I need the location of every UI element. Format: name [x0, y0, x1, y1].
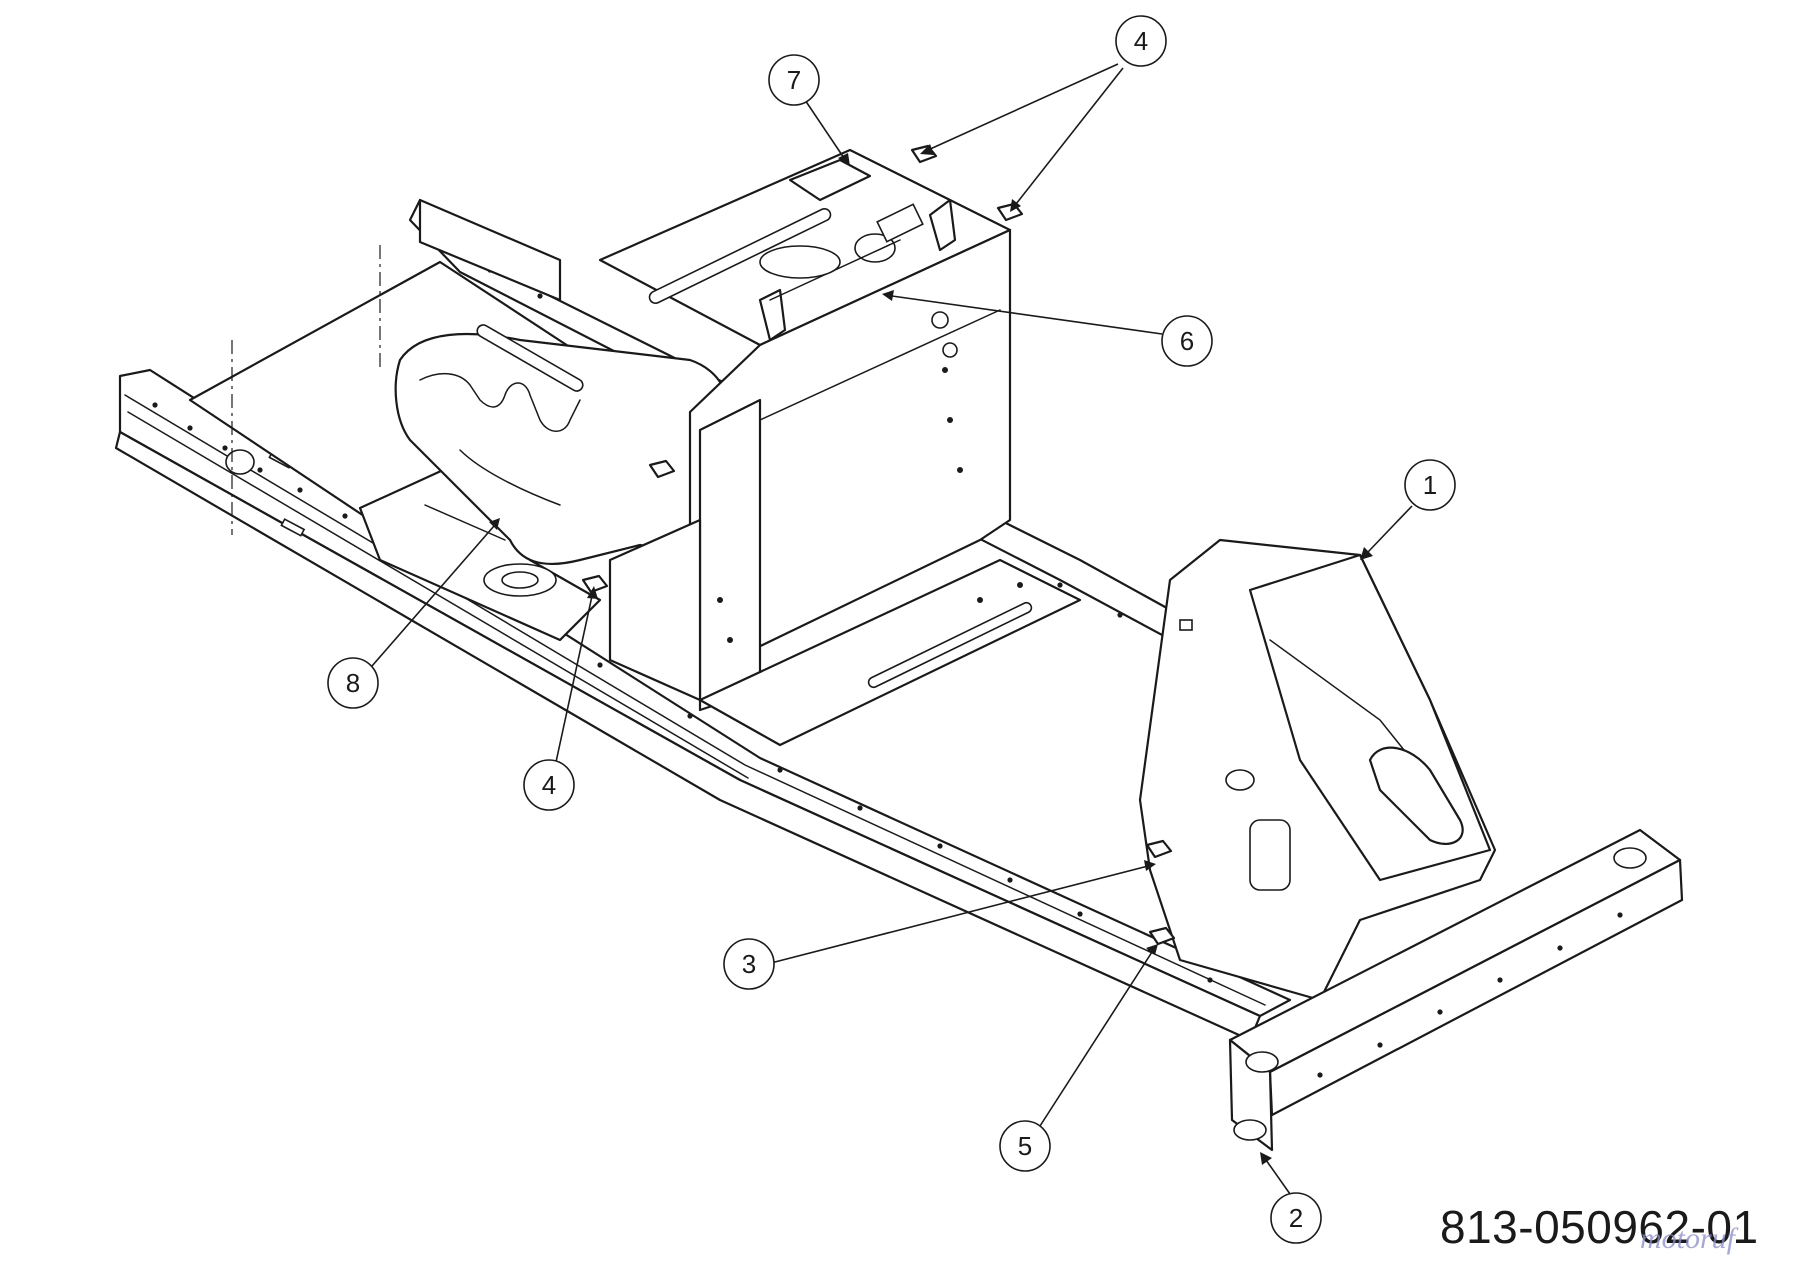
- callout-4-bottom: 4: [523, 759, 575, 811]
- callout-4-top-label: 4: [1134, 26, 1148, 56]
- callout-3-label: 3: [742, 949, 756, 979]
- drawing-number: 813-050962-01: [1440, 1201, 1759, 1253]
- callout-8-label: 8: [346, 668, 360, 698]
- front-pedestal: [1138, 538, 1497, 1002]
- callout-4-bottom-label: 4: [542, 770, 556, 800]
- callout-6: 6: [1161, 315, 1213, 367]
- callout-8: 8: [327, 657, 379, 709]
- callout-5: 5: [999, 1120, 1051, 1172]
- callout-7-label: 7: [787, 65, 801, 95]
- callout-7: 7: [768, 54, 820, 106]
- callout-2: 2: [1270, 1192, 1322, 1244]
- callout-4-top: 4: [1115, 15, 1167, 67]
- front-axle-bracket: [1228, 828, 1684, 1152]
- callout-6-label: 6: [1180, 326, 1194, 356]
- callout-3: 3: [723, 938, 775, 990]
- callout-1-label: 1: [1423, 470, 1437, 500]
- height-adjust-plate: [394, 324, 730, 565]
- callout-5-label: 5: [1018, 1131, 1032, 1161]
- front-cross-member: [698, 558, 1082, 747]
- watermark-logo: motoruf: [1640, 1222, 1736, 1255]
- hardware-fasteners: [581, 144, 1176, 946]
- upper-bracket: [758, 158, 957, 342]
- callout-1: 1: [1404, 459, 1456, 511]
- callout-2-label: 2: [1289, 1203, 1303, 1233]
- leader-lines: [371, 63, 1413, 1195]
